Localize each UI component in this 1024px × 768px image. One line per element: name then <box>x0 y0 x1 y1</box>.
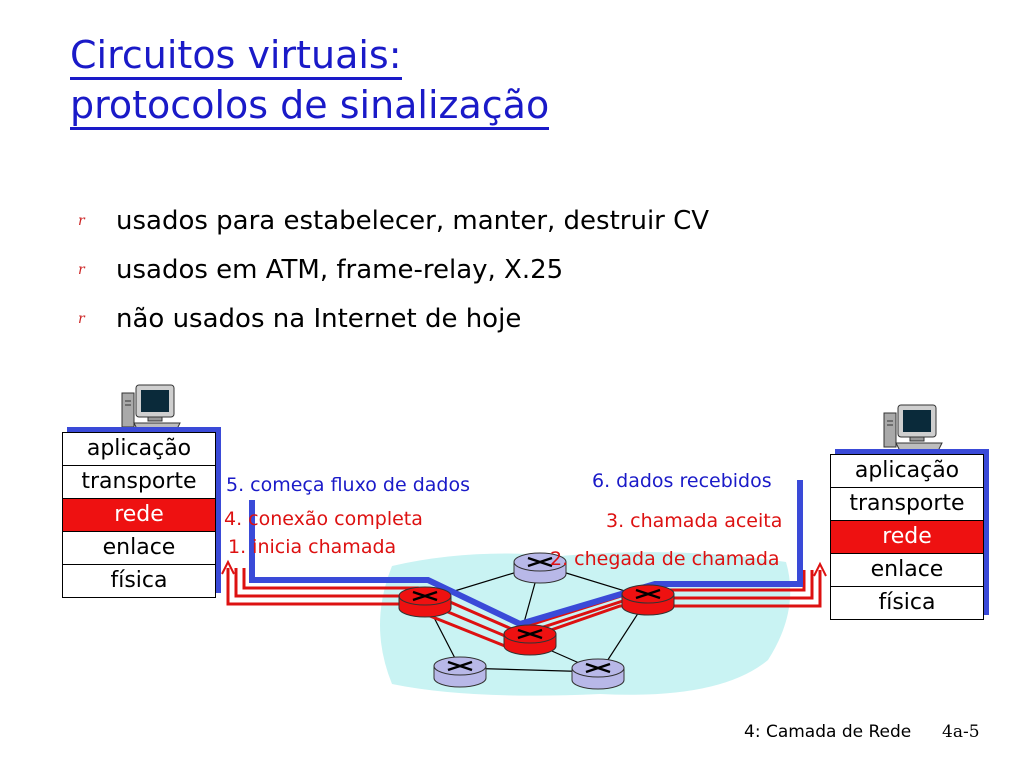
router-icon <box>503 624 557 656</box>
bullet-list: r usados para estabelecer, manter, destru… <box>78 196 709 343</box>
computer-icon <box>883 404 943 452</box>
layer-fisica: física <box>878 590 936 615</box>
computer-icon <box>121 384 181 432</box>
layer-aplicacao: aplicação <box>63 433 215 466</box>
signaling-arrows <box>221 559 827 577</box>
title-line-2: protocolos de sinalização <box>70 83 550 130</box>
bullet-marker: r <box>78 310 85 327</box>
network-cloud <box>380 552 791 696</box>
bullet-text: usados em ATM, frame-relay, X.25 <box>116 254 564 285</box>
layer-rede: rede <box>63 499 215 532</box>
router-icon <box>571 658 625 690</box>
router-icon <box>513 552 567 584</box>
bullet-item: r usados em ATM, frame-relay, X.25 <box>78 245 709 294</box>
footer-page-number: 4a-5 <box>942 722 980 742</box>
bullet-text: não usados na Internet de hoje <box>116 303 522 334</box>
router-icon <box>433 656 487 688</box>
router-icon <box>398 586 452 618</box>
title-line-1: Circuitos virtuais: <box>70 33 402 80</box>
layer-enlace: enlace <box>63 532 215 565</box>
layer-fisica: física <box>110 568 168 593</box>
layer-aplicacao: aplicação <box>831 455 983 488</box>
footer-chapter: 4: Camada de Rede <box>744 722 912 742</box>
protocol-stack-right: aplicação transporte rede enlace física <box>830 454 984 620</box>
step-5-label: 5. começa fluxo de dados <box>226 474 470 496</box>
step-6-label: 6. dados recebidos <box>592 470 772 492</box>
step-1-label: 1. inicia chamada <box>228 536 397 558</box>
bullet-item: r usados para estabelecer, manter, destru… <box>78 196 709 245</box>
router-icon <box>621 584 675 616</box>
step-4-label: 4. conexão completa <box>224 508 423 530</box>
layer-transporte: transporte <box>63 466 215 499</box>
step-3-label: 3. chamada aceita <box>606 510 783 532</box>
protocol-stack-left: aplicação transporte rede enlace física <box>62 432 216 598</box>
bullet-marker: r <box>78 212 85 229</box>
layer-rede: rede <box>831 521 983 554</box>
layer-transporte: transporte <box>831 488 983 521</box>
bullet-text: usados para estabelecer, manter, destrui… <box>116 205 710 236</box>
bullet-item: r não usados na Internet de hoje <box>78 294 709 343</box>
data-path <box>249 480 803 628</box>
bullet-marker: r <box>78 261 85 278</box>
layer-enlace: enlace <box>831 554 983 587</box>
slide-title: Circuitos virtuais: protocolos de sinali… <box>70 30 550 130</box>
step-2-label: 2. chegada de chamada <box>550 548 780 570</box>
